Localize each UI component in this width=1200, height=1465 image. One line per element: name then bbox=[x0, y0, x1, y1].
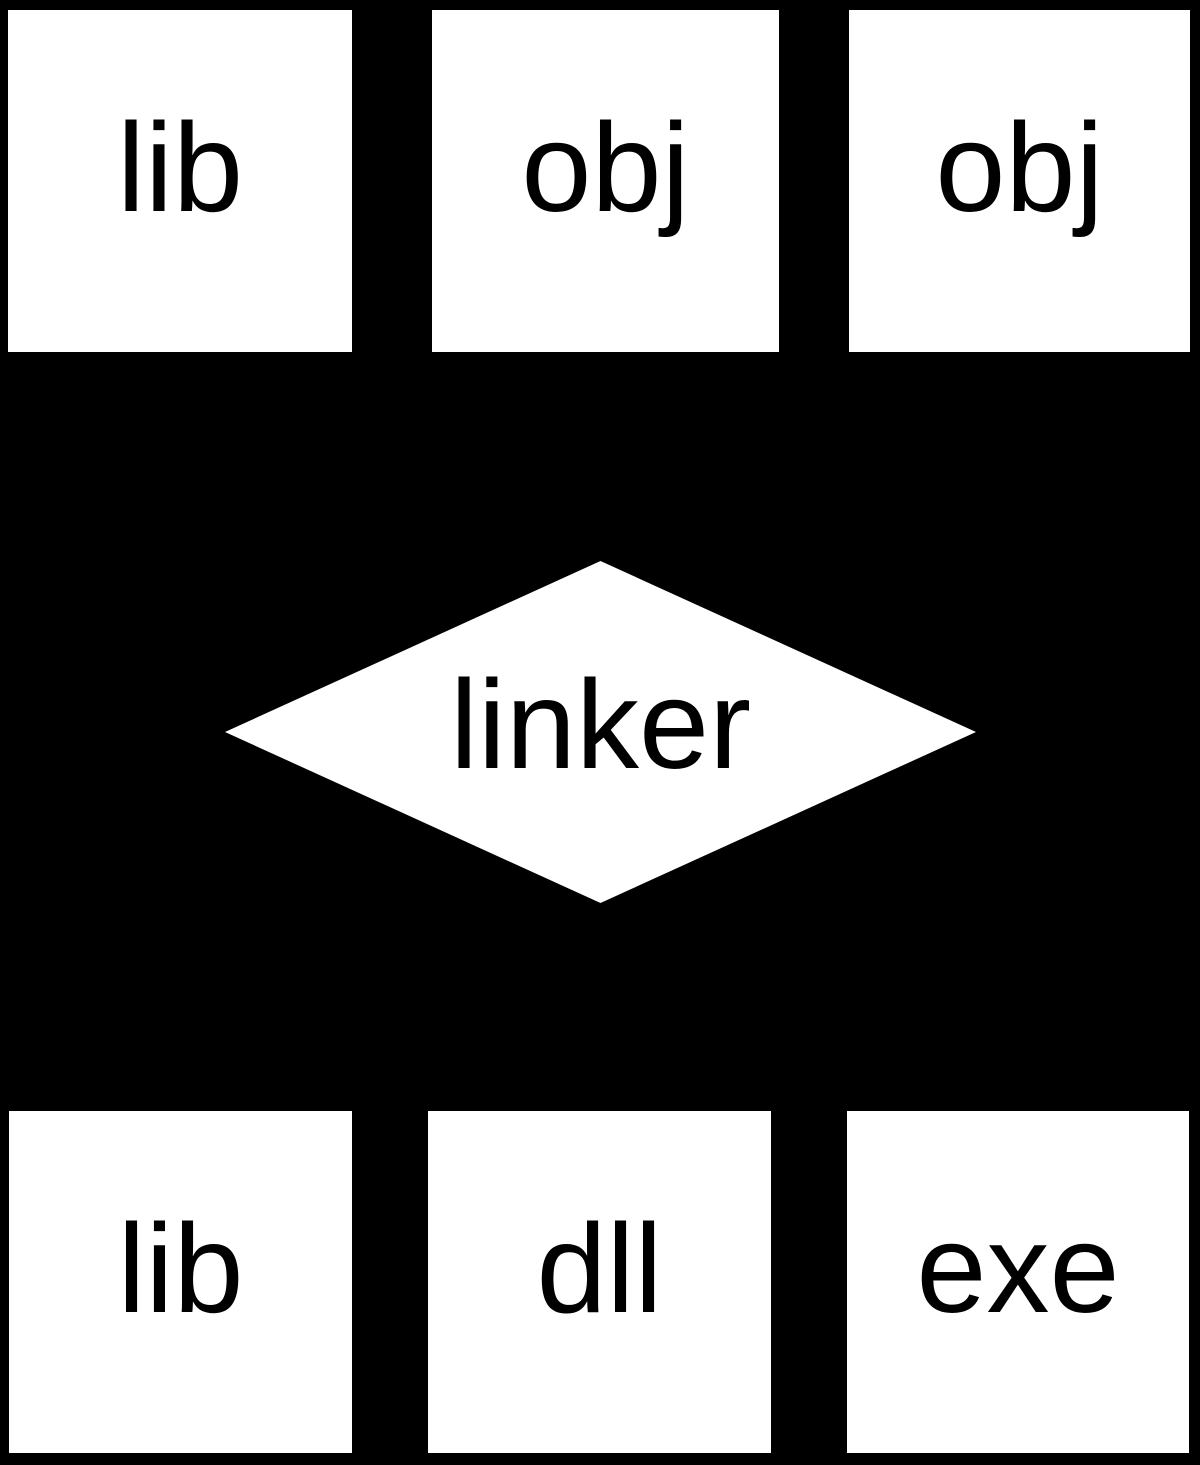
node-obj-input-2: obj bbox=[849, 10, 1190, 352]
node-exe-output: exe bbox=[847, 1111, 1189, 1453]
node-lib-input: lib bbox=[8, 10, 352, 352]
node-dll-output-label: dll bbox=[536, 1198, 663, 1339]
node-lib-output: lib bbox=[9, 1111, 352, 1453]
node-dll-output: dll bbox=[428, 1111, 771, 1453]
node-lib-output-label: lib bbox=[117, 1198, 244, 1339]
node-exe-output-label: exe bbox=[916, 1198, 1120, 1339]
node-obj-input-1-label: obj bbox=[521, 97, 690, 238]
node-obj-input-1: obj bbox=[432, 10, 779, 352]
node-linker: linker bbox=[225, 561, 976, 903]
node-linker-label: linker bbox=[449, 654, 752, 795]
node-obj-input-2-label: obj bbox=[935, 97, 1104, 238]
node-lib-input-label: lib bbox=[116, 97, 244, 238]
